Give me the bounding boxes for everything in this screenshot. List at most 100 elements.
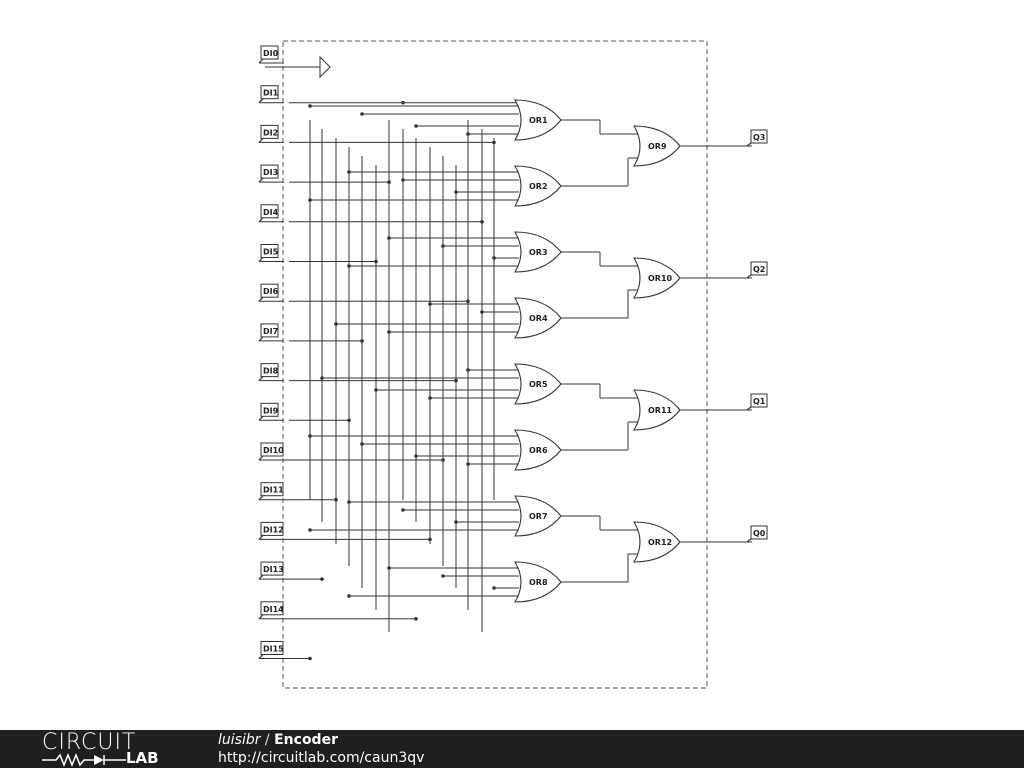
port-flag	[750, 525, 768, 540]
gate-label: OR6	[529, 446, 548, 455]
port-flag	[260, 124, 279, 139]
port-tail	[258, 177, 264, 183]
gate-body	[514, 165, 562, 207]
port-label: DI13	[263, 565, 284, 574]
input-port-di10: DI10	[258, 442, 289, 461]
port-tail	[258, 58, 264, 64]
port-tail	[258, 534, 264, 540]
input-port-di4: DI4	[258, 204, 284, 223]
port-flag	[260, 204, 279, 219]
input-port-di9: DI9	[258, 402, 284, 421]
port-flag	[260, 283, 279, 298]
output-port-q2: Q2	[746, 261, 768, 279]
gate-label: OR11	[648, 406, 673, 415]
gate-or2: OR2	[514, 165, 562, 207]
input-port-di15: DI15	[258, 641, 289, 659]
credit-separator: /	[260, 732, 275, 748]
junction-dot	[320, 577, 324, 581]
logo-text-top: CIRCUIT	[42, 730, 137, 755]
port-tail	[258, 296, 264, 302]
circuitlab-logo[interactable]: CIRCUIT LAB	[42, 730, 177, 767]
port-label: DI1	[263, 89, 279, 98]
port-label: DI8	[263, 367, 279, 376]
junction-dot	[387, 330, 391, 334]
junction-dot	[428, 396, 432, 400]
gate-body	[633, 257, 681, 299]
credit-block: luisibr / Encoder http://circuitlab.com/…	[218, 731, 424, 767]
circuit-url[interactable]: http://circuitlab.com/caun3qv	[218, 750, 425, 766]
port-label: DI4	[263, 208, 279, 217]
port-flag	[260, 601, 284, 616]
junction-dot	[308, 434, 312, 438]
port-flag	[260, 323, 279, 338]
junction-dot	[308, 104, 312, 108]
port-flag	[260, 244, 279, 258]
input-port-di3: DI3	[258, 164, 284, 183]
junction-dot	[360, 112, 364, 116]
junction-dot	[308, 528, 312, 532]
gate-body	[514, 99, 562, 141]
buffer-triangle-icon	[319, 55, 331, 79]
gate-body	[633, 389, 681, 431]
gate-body	[514, 231, 562, 273]
port-flag	[260, 85, 279, 100]
port-flag	[260, 641, 284, 655]
junction-dot	[374, 388, 378, 392]
circuit-title[interactable]: Encoder	[274, 732, 338, 748]
port-label: DI15	[263, 645, 284, 654]
port-tail	[258, 137, 264, 143]
port-flag	[260, 561, 284, 576]
junction-dot	[414, 617, 418, 621]
gate-or8: OR8	[514, 561, 562, 603]
ports: DI0DI1DI2DI3DI4DI5DI6DI7DI8DI9DI10DI11DI…	[258, 45, 768, 659]
gate-body	[514, 363, 562, 405]
port-tail	[258, 455, 264, 461]
port-tail	[746, 538, 752, 543]
junction-dot	[480, 310, 484, 314]
gate-label: OR3	[529, 248, 548, 257]
gate-or7: OR7	[514, 495, 562, 537]
gate-or3: OR3	[514, 231, 562, 273]
junction-dot	[360, 442, 364, 446]
junction-dot	[454, 520, 458, 524]
port-label: DI9	[263, 406, 279, 415]
port-tail	[746, 274, 752, 279]
port-flag	[260, 45, 279, 60]
input-port-di1: DI1	[258, 85, 284, 104]
output-port-q0: Q0	[746, 525, 768, 543]
gate-label: OR12	[648, 538, 672, 547]
junction-dot	[347, 170, 351, 174]
gate-label: OR1	[529, 116, 548, 125]
junction-dot	[308, 198, 312, 202]
port-tail	[258, 257, 264, 262]
port-tail	[258, 614, 264, 620]
port-label: DI12	[263, 525, 284, 534]
gate-label: OR10	[648, 274, 673, 283]
port-tail	[258, 217, 264, 223]
junction-dot	[401, 508, 405, 512]
output-port-q1: Q1	[746, 393, 768, 411]
junction-dot	[414, 454, 418, 458]
gate-body	[514, 429, 562, 471]
port-flag	[260, 482, 284, 497]
input-port-di5: DI5	[258, 244, 284, 262]
author-link[interactable]: luisibr	[218, 732, 261, 748]
gate-or1: OR1	[514, 99, 562, 141]
port-flag	[750, 129, 768, 144]
input-port-di12: DI12	[258, 521, 289, 540]
junction-dot	[492, 256, 496, 260]
junction-dot	[441, 574, 445, 578]
port-tail	[258, 336, 264, 342]
junction-dot	[347, 500, 351, 504]
port-flag	[260, 363, 279, 378]
junction-dot	[334, 322, 338, 326]
port-tail	[258, 376, 264, 382]
junction-dot	[414, 124, 418, 128]
port-label: DI5	[263, 248, 279, 257]
gate-body	[514, 561, 562, 603]
input-port-di2: DI2	[258, 124, 284, 143]
junction-dot	[454, 190, 458, 194]
port-label: DI2	[263, 128, 278, 137]
port-label: Q1	[753, 397, 766, 406]
